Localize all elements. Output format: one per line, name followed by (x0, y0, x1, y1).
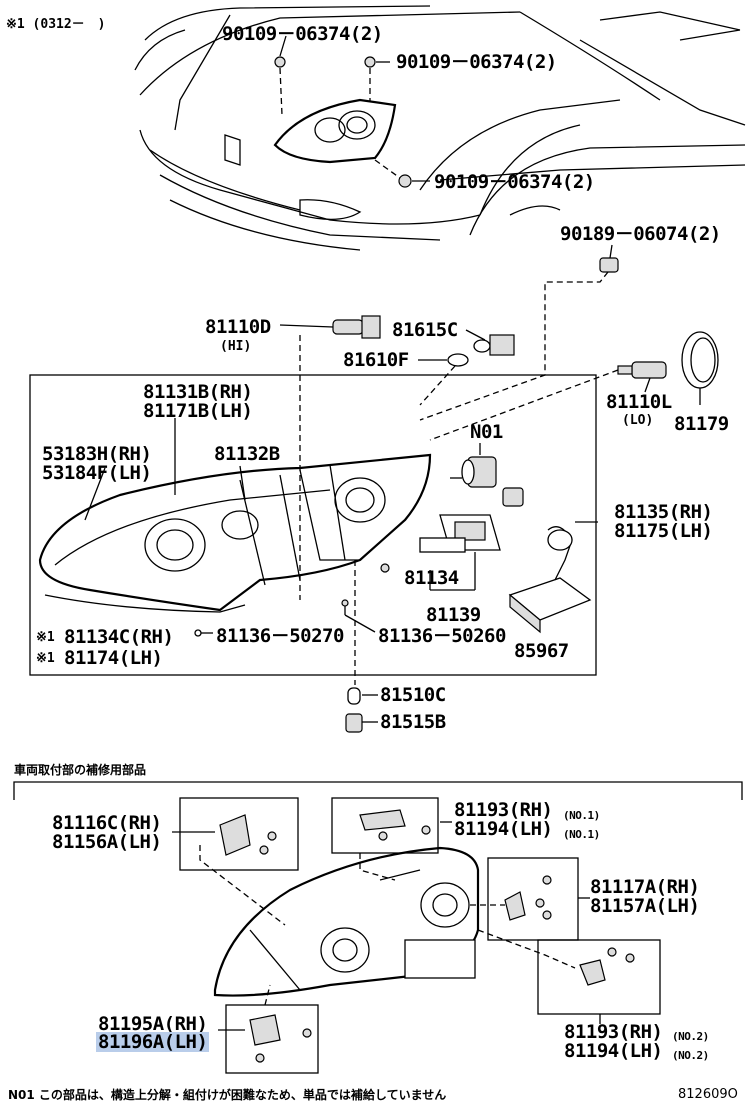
part-label-81116c: 81116C(RH) (52, 812, 162, 834)
bolt-icon (274, 56, 286, 116)
part-label-81134: 81134 (404, 567, 459, 589)
part-label-no1-b: (NO.1) (563, 828, 600, 841)
header-note: ※1 (0312－ ) (6, 17, 106, 32)
note-mark-1: ※1 (36, 630, 55, 645)
bracket-icon (219, 809, 606, 1046)
bulb-socket-icon (450, 456, 524, 507)
part-label-81157a: 81157A(LH) (590, 895, 700, 917)
part-label-81194-no2: 81194(LH) (564, 1040, 663, 1062)
part-label-81117a: 81117A(RH) (590, 876, 700, 898)
bracket-box-81193-no1 (331, 797, 439, 854)
part-label-81196a-highlighted[interactable]: 81196A(LH) (96, 1031, 210, 1053)
part-label-85967: 85967 (514, 640, 569, 662)
part-label-90109-right: 90109－06374(2) (396, 51, 557, 73)
socket-icon (345, 713, 378, 733)
bracket-box-81195 (225, 1004, 319, 1074)
footnote: N01 この部品は、構造上分解・組付けが困難なため、単品では補給していません (8, 1088, 447, 1102)
diagram-id: 812609O (678, 1087, 738, 1102)
note-mark-2: ※1 (36, 651, 55, 666)
part-label-81131b: 81131B(RH) (143, 381, 253, 403)
dust-cap-icon (681, 331, 719, 389)
rear-view-lamp (213, 846, 480, 997)
part-label-81515b: 81515B (380, 711, 446, 733)
bulb-icon (347, 687, 378, 705)
part-label-81110d: 81110D (205, 316, 271, 338)
part-label-hi: (HI) (220, 339, 252, 354)
part-label-lo: (LO) (622, 413, 654, 428)
clip-icon (599, 244, 619, 273)
part-label-no1-a: (NO.1) (563, 809, 600, 822)
screw-icon (341, 599, 376, 633)
part-label-81510c: 81510C (380, 684, 446, 706)
bulb-icon (465, 329, 515, 356)
wedge-bulb-icon (418, 353, 469, 406)
part-label-81171b: 81171B(LH) (143, 400, 253, 422)
part-label-81610f: 81610F (343, 349, 409, 371)
bolt-icon (374, 159, 412, 188)
part-label-n01: N01 (470, 421, 503, 443)
part-label-81195a: 81195A(RH) (98, 1013, 208, 1035)
part-label-81136-50260: 81136－50260 (378, 625, 506, 647)
bracket-box-81116 (179, 797, 299, 871)
part-label-81134c: 81134C(RH) (64, 626, 174, 648)
section-title: 車両取付部の補修用部品 (14, 763, 147, 777)
part-label-81156a: 81156A(LH) (52, 831, 162, 853)
bolt-icon (364, 56, 376, 102)
part-label-81615c: 81615C (392, 319, 458, 341)
part-label-90109-top: 90109－06374(2) (222, 23, 383, 45)
part-label-81136-50270: 81136－50270 (216, 625, 344, 647)
bracket-icon (419, 514, 501, 553)
headlamp-assembly (38, 453, 432, 613)
part-label-53184f: 53184F(LH) (42, 462, 152, 484)
part-label-90189: 90189－06074(2) (560, 223, 721, 245)
part-label-81194-no1: 81194(LH) (454, 818, 553, 840)
part-label-81175: 81175(LH) (614, 520, 713, 542)
car-body-outline (134, 5, 746, 251)
part-label-81135: 81135(RH) (614, 501, 713, 523)
bracket-box-81193-no2 (537, 939, 661, 1015)
assembly-frame (29, 374, 597, 676)
part-label-81110l: 81110L (606, 391, 672, 413)
car-headlamp (273, 98, 397, 164)
screw-icon (255, 825, 635, 1063)
part-label-81139: 81139 (426, 604, 481, 626)
bulb-lo-icon (429, 361, 667, 441)
part-label-81193-no2: 81193(RH) (564, 1021, 663, 1043)
part-label-53183h: 53183H(RH) (42, 443, 152, 465)
bracket-box-81117 (487, 857, 579, 941)
part-label-81132b: 81132B (214, 443, 280, 465)
part-label-81193-no1: 81193(RH) (454, 799, 553, 821)
part-label-81174: 81174(LH) (64, 647, 163, 669)
part-label-81179: 81179 (674, 413, 729, 435)
part-label-no2-a: (NO.2) (672, 1030, 709, 1043)
part-label-no2-b: (NO.2) (672, 1049, 709, 1062)
ballast-icon (508, 526, 592, 634)
part-label-90109-lower: 90109－06374(2) (434, 171, 595, 193)
